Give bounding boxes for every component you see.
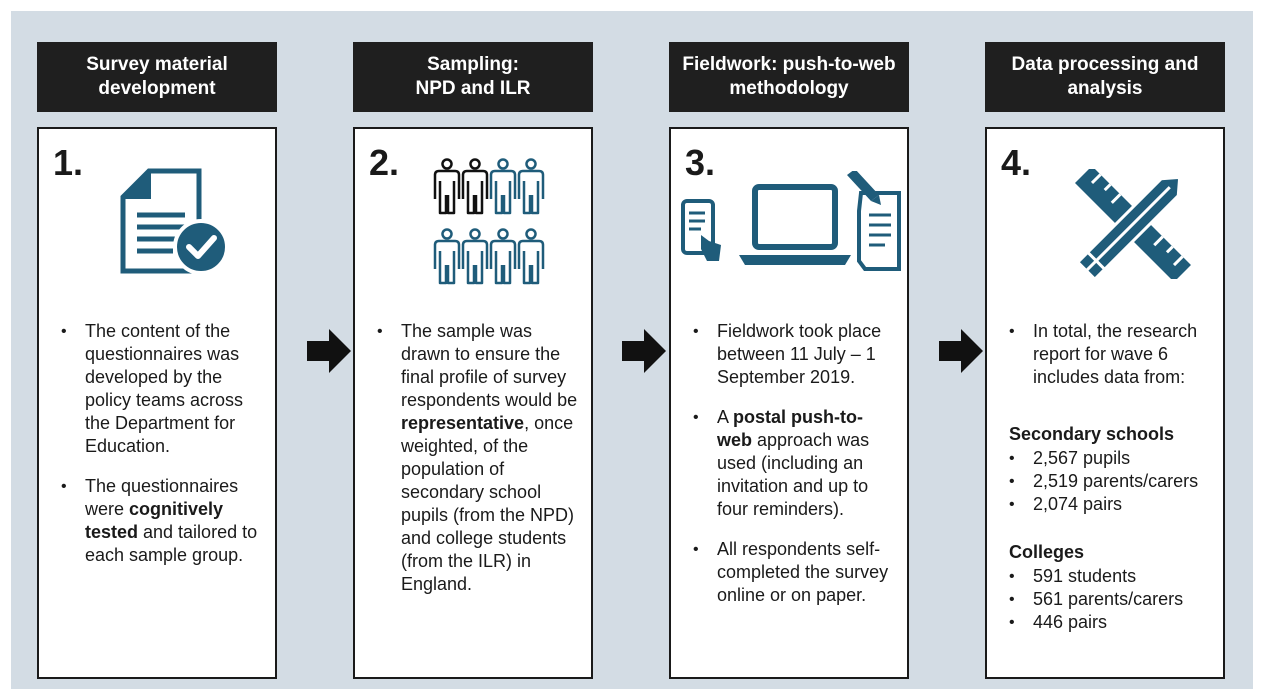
arrow-right-icon [620, 327, 668, 380]
bullet-item: A postal push-to-web approach was used (… [683, 406, 897, 521]
person-icon [461, 228, 489, 285]
people-group-icon [433, 157, 553, 297]
list-item: 591 students [999, 565, 1215, 588]
arrow-right-icon [937, 327, 985, 380]
bullet-item: In total, the research report for wave 6… [999, 320, 1213, 389]
person-icon [461, 158, 489, 215]
step-3-bullets: Fieldwork took place between 11 July – 1… [683, 320, 897, 624]
person-icon [517, 228, 545, 285]
step-1-card: 1. The content of the questionnaires was… [37, 127, 277, 679]
colleges-heading: Colleges [1009, 542, 1085, 562]
person-icon [433, 158, 461, 215]
bullet-item: The sample was drawn to ensure the final… [367, 320, 581, 596]
person-icon [489, 158, 517, 215]
step-3-header: Fieldwork: push-to-web methodology [669, 42, 909, 112]
step-3-card: 3. Fieldwork took place between 11 July … [669, 127, 909, 679]
step-1-header: Survey material development [37, 42, 277, 112]
ruler-pencil-icon [1075, 169, 1191, 279]
step-2-bullets: The sample was drawn to ensure the final… [367, 320, 581, 613]
list-item: 446 pairs [999, 611, 1215, 634]
step-4-card: 4. In total, the research report f [985, 127, 1225, 679]
person-icon [517, 158, 545, 215]
list-item: 2,567 pupils [999, 447, 1215, 470]
step-1-bullets: The content of the questionnaires was de… [51, 320, 265, 584]
step-1-number: 1. [53, 142, 84, 183]
person-icon [489, 228, 517, 285]
person-icon [433, 228, 461, 285]
bullet-item: The content of the questionnaires was de… [51, 320, 265, 458]
step-2-header: Sampling: NPD and ILR [353, 42, 593, 112]
step-3-number: 3. [685, 142, 716, 183]
secondary-schools-list: 2,567 pupils2,519 parents/carers2,074 pa… [999, 447, 1215, 516]
step-4-number: 4. [1001, 142, 1032, 183]
devices-icon [679, 171, 907, 271]
step-4-bullets: In total, the research report for wave 6… [999, 320, 1213, 406]
step-2-number: 2. [369, 142, 400, 183]
list-item: 561 parents/carers [999, 588, 1215, 611]
bullet-item: Fieldwork took place between 11 July – 1… [683, 320, 897, 389]
document-check-icon [119, 167, 234, 277]
step-2-card: 2. The sample was drawn to ensure the fi… [353, 127, 593, 679]
step-4-header: Data processing and analysis [985, 42, 1225, 112]
bullet-item: The questionnaires were cognitively test… [51, 475, 265, 567]
list-item: 2,519 parents/carers [999, 470, 1215, 493]
colleges-list: 591 students561 parents/carers446 pairs [999, 565, 1215, 634]
secondary-schools-heading: Secondary schools [1009, 424, 1175, 444]
list-item: 2,074 pairs [999, 493, 1215, 516]
bullet-item: All respondents self-completed the surve… [683, 538, 897, 607]
arrow-right-icon [305, 327, 353, 380]
